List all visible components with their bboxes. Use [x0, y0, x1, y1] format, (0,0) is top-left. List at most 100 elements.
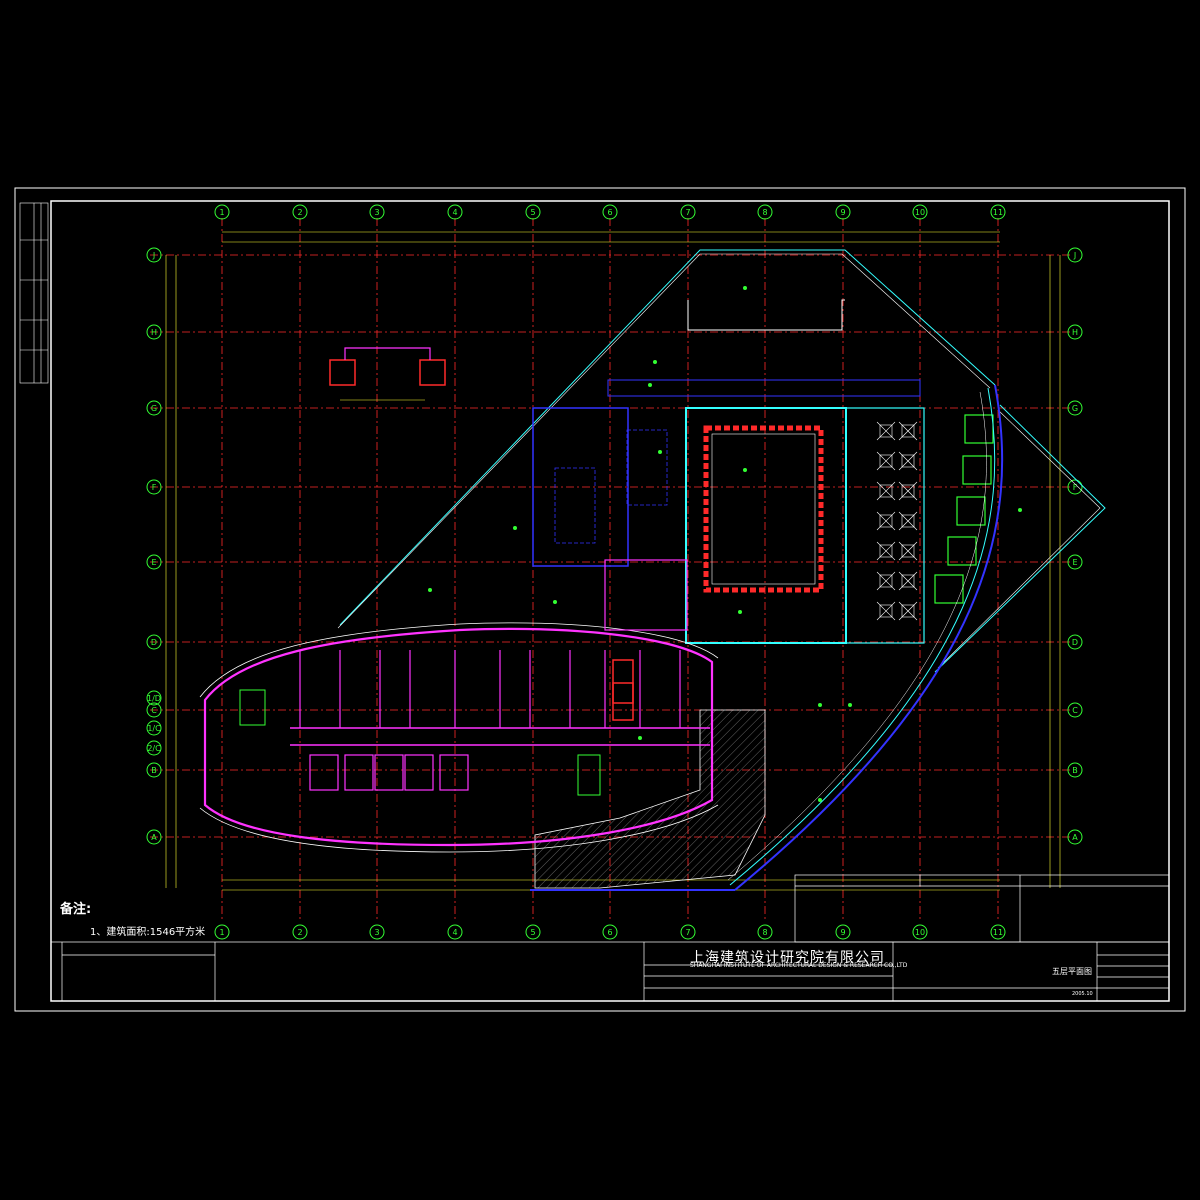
axis-bubble-left-H: H [146, 324, 162, 340]
table-set [898, 421, 918, 441]
axis-bubble-top-7: 7 [680, 204, 696, 220]
svg-text:4: 4 [452, 928, 457, 937]
level-mark [653, 360, 657, 364]
level-mark [743, 286, 747, 290]
svg-text:B: B [1072, 766, 1078, 775]
svg-text:1: 1 [219, 208, 224, 217]
table-set [876, 601, 896, 621]
title-block [50, 874, 1170, 1002]
axis-bubble-top-3: 3 [369, 204, 385, 220]
svg-text:B: B [151, 766, 157, 775]
axis-bubble-bottom-2: 2 [292, 924, 308, 940]
svg-text:H: H [151, 328, 157, 337]
axis-bubble-right-D: D [1067, 634, 1083, 650]
svg-text:D: D [151, 638, 157, 647]
table-set [876, 541, 896, 561]
svg-text:3: 3 [374, 928, 379, 937]
axis-bubble-bottom-10: 10 [912, 924, 928, 940]
axis-bubble-bottom-8: 8 [757, 924, 773, 940]
svg-text:G: G [151, 404, 157, 413]
axis-bubble-left-A: A [146, 829, 162, 845]
company-name-en: SHANGHAI INSTITUTE OF ARCHITECTURAL DESI… [690, 962, 908, 969]
svg-text:5: 5 [530, 928, 535, 937]
axis-bubble-bottom-7: 7 [680, 924, 696, 940]
axis-bubble-right-C: C [1067, 702, 1083, 718]
axis-bubble-right-G: G [1067, 400, 1083, 416]
svg-text:G: G [1072, 404, 1078, 413]
atrium-block [532, 379, 921, 567]
axis-bubble-right-H: H [1067, 324, 1083, 340]
axis-bubble-bottom-1: 1 [214, 924, 230, 940]
svg-text:2: 2 [297, 928, 302, 937]
svg-text:1/C: 1/C [147, 724, 161, 733]
axis-bubble-top-5: 5 [525, 204, 541, 220]
company-name-cn: 上海建筑设计研究院有限公司 [690, 950, 885, 966]
axis-bubble-left-D: D [146, 634, 162, 650]
table-set [876, 571, 896, 591]
svg-text:9: 9 [840, 208, 845, 217]
axis-bubble-bottom-5: 5 [525, 924, 541, 940]
axis-bubble-left-C: C [146, 702, 162, 718]
svg-text:6: 6 [607, 928, 612, 937]
axis-bubble-right-J: J [1067, 247, 1083, 263]
level-mark [428, 588, 432, 592]
svg-text:7: 7 [685, 928, 690, 937]
axis-bubble-sub-0: 1/C [146, 720, 162, 736]
table-set [876, 511, 896, 531]
svg-text:E: E [151, 558, 156, 567]
drawing-date: 2005.10 [1072, 991, 1093, 997]
axis-bubble-right-E: E [1067, 554, 1083, 570]
svg-text:J: J [1073, 251, 1076, 260]
axis-bubble-sub-1: 2/C [146, 740, 162, 756]
roof-notch [687, 299, 845, 331]
axis-bubble-left-B: B [146, 762, 162, 778]
svg-text:3: 3 [374, 208, 379, 217]
svg-text:8: 8 [762, 928, 767, 937]
svg-text:4: 4 [452, 208, 457, 217]
svg-text:10: 10 [915, 928, 925, 937]
svg-text:C: C [1072, 706, 1078, 715]
svg-text:C: C [151, 706, 157, 715]
axis-bubble-top-10: 10 [912, 204, 928, 220]
svg-text:8: 8 [762, 208, 767, 217]
axis-bubble-left-G: G [146, 400, 162, 416]
axis-grid-lines [150, 218, 1070, 920]
svg-text:D: D [1072, 638, 1078, 647]
axis-bubble-sub-2: 1/D [146, 690, 162, 706]
level-marks [428, 286, 1022, 802]
axis-bubble-bottom-9: 9 [835, 924, 851, 940]
level-mark [658, 450, 662, 454]
svg-text:5: 5 [530, 208, 535, 217]
binding-strip [19, 202, 49, 384]
notes-block: 备注: 1、建筑面积:1546平方米 [60, 898, 205, 938]
axis-bubble-left-J: J [146, 247, 162, 263]
svg-text:E: E [1072, 558, 1077, 567]
svg-text:6: 6 [607, 208, 612, 217]
axis-bubble-top-9: 9 [835, 204, 851, 220]
axis-bubble-top-1: 1 [214, 204, 230, 220]
svg-text:11: 11 [993, 928, 1003, 937]
svg-text:A: A [1072, 833, 1078, 842]
svg-text:1: 1 [219, 928, 224, 937]
axis-bubble-left-E: E [146, 554, 162, 570]
svg-text:2: 2 [297, 208, 302, 217]
level-mark [738, 610, 742, 614]
svg-text:10: 10 [915, 208, 925, 217]
svg-text:11: 11 [993, 208, 1003, 217]
axis-bubble-bottom-4: 4 [447, 924, 463, 940]
upper-outline [337, 249, 1106, 673]
svg-text:J: J [152, 251, 155, 260]
table-set [876, 451, 896, 471]
level-mark [513, 526, 517, 530]
level-mark [818, 798, 822, 802]
axis-bubble-top-2: 2 [292, 204, 308, 220]
table-set [898, 601, 918, 621]
axis-bubble-top-11: 11 [990, 204, 1006, 220]
table-set [876, 481, 896, 501]
axis-bubble-bottom-6: 6 [602, 924, 618, 940]
level-mark [743, 468, 747, 472]
svg-text:7: 7 [685, 208, 690, 217]
svg-text:H: H [1072, 328, 1078, 337]
detail-section [329, 347, 446, 401]
